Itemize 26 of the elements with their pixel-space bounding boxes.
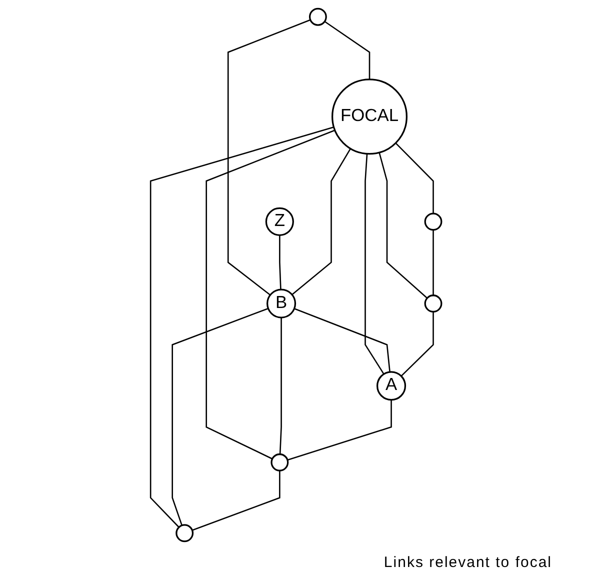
- caption: Links relevant to focal: [384, 554, 552, 571]
- node-circle: B: [266, 288, 296, 318]
- connector: [432, 230, 434, 296]
- node-circle: Z: [265, 207, 294, 236]
- connector: [395, 142, 434, 214]
- connector: [206, 130, 336, 460]
- connector: [172, 308, 268, 526]
- node-circle: [424, 212, 442, 231]
- connector: [324, 20, 370, 80]
- connector: [192, 470, 280, 531]
- node-circle: [308, 8, 327, 26]
- node-circle: [176, 524, 194, 542]
- connector: [292, 148, 352, 296]
- connector: [378, 152, 428, 299]
- connector: [279, 235, 282, 290]
- node-circle: [270, 453, 289, 472]
- connector: [294, 308, 390, 372]
- connector: [150, 126, 334, 528]
- connector: [400, 312, 434, 377]
- connector: [227, 19, 311, 296]
- connector: [364, 154, 384, 374]
- connector: [287, 400, 392, 461]
- node-circle: FOCAL: [332, 78, 408, 155]
- connector: [279, 318, 282, 454]
- node-circle: A: [376, 371, 406, 401]
- node-circle: [424, 294, 442, 313]
